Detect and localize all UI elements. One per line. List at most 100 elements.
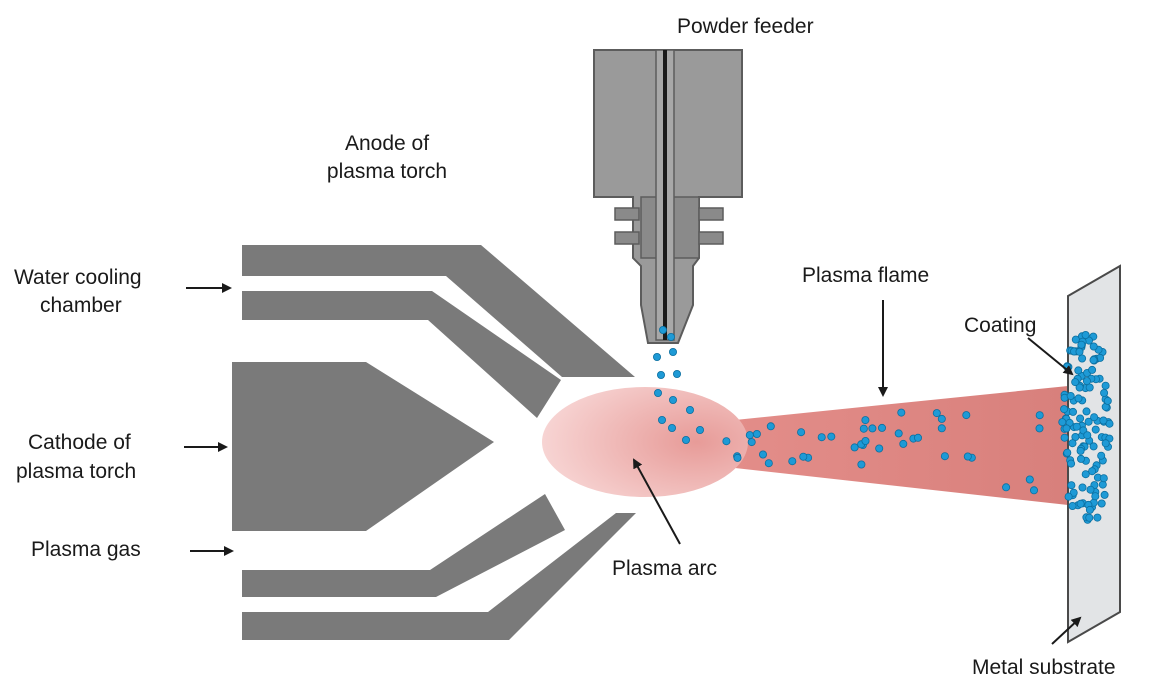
powder-particle [1063,448,1072,457]
powder-particle [1058,418,1067,427]
water-cooling-label-line1: Water cooling [14,266,142,289]
powder-particle [1088,467,1097,476]
powder-particle [1002,483,1011,492]
powder-particle [1085,505,1094,514]
powder-particle [657,370,666,379]
powder-particle [817,433,826,442]
powder-particle [759,450,768,459]
powder-particle [875,444,884,453]
powder-particle [963,452,972,461]
powder-particle [1071,378,1080,387]
powder-particle [799,452,808,461]
powder-particle [1090,413,1099,422]
powder-particle [1067,459,1076,468]
powder-particle [752,429,761,438]
powder-particle [1089,356,1098,365]
powder-particle [1030,486,1039,495]
plasma-flame-label: Plasma flame [802,264,930,287]
powder-particle [1097,451,1106,460]
powder-particle [1075,347,1084,356]
powder-particle [1101,381,1110,390]
powder-particle [1082,407,1091,416]
powder-particle [827,432,836,441]
powder-particle [1067,481,1076,490]
powder-particle [859,424,868,433]
plasma-arc-arrow [633,458,681,545]
anode-lower-inner-band [242,494,565,597]
powder-particle [722,437,731,446]
powder-particle [1060,433,1069,442]
powder-particle [1103,396,1112,405]
powder-particle [897,408,906,417]
powder-particle [1086,485,1095,494]
powder-particle [1082,377,1091,386]
powder-particle [861,436,870,445]
plasma-gas-label: Plasma gas [31,538,141,561]
powder-particle [878,423,887,432]
anode-upper-inner-band [242,291,561,418]
powder-particle [1099,416,1108,425]
metal-substrate-arrow [1051,616,1082,645]
powder-particle [1097,499,1106,508]
powder-particle [747,438,756,447]
powder-particle [766,422,775,431]
powder-particle [850,443,859,452]
powder-particle [1060,405,1069,414]
powder-particle [797,428,806,437]
powder-particle [1089,342,1098,351]
powder-particle [937,424,946,433]
powder-particle [764,459,773,468]
powder-particle [868,424,877,433]
metal-substrate-label: Metal substrate [972,656,1116,679]
coating-label: Coating [964,314,1037,337]
powder-particle [1099,474,1108,483]
powder-particle [1069,407,1078,416]
coating-arrow [1027,337,1074,376]
powder-particle [1025,475,1034,484]
powder-particle [1072,422,1081,431]
plasma-arc [542,387,748,497]
anode-upper-outer-band [242,245,635,377]
powder-particle [658,415,667,424]
powder-feeder-nozzle [593,49,743,344]
powder-particle [1081,470,1090,479]
powder-particle [1093,513,1102,522]
powder-particle [1076,499,1085,508]
powder-particle [1081,330,1090,339]
powder-particle [1076,414,1085,423]
cathode [232,362,494,531]
powder-particle [654,388,663,397]
powder-particle [1091,425,1100,434]
powder-particle [962,411,971,420]
powder-particle [686,405,695,414]
powder-particle [1100,490,1109,499]
powder-particle [861,416,870,425]
powder-particle [1035,411,1044,420]
powder-particle [733,453,742,462]
powder-particle [1084,417,1093,426]
powder-particle [659,325,668,334]
powder-particle [1100,388,1109,397]
powder-particle [1078,354,1087,363]
anode-label-line2: plasma torch [326,160,448,183]
powder-particle [1071,335,1080,344]
powder-particle [1077,454,1086,463]
plasma-arc-label: Plasma arc [612,557,718,580]
anode-label-line1: Anode of [344,132,430,155]
powder-particle [1098,480,1107,489]
powder-particle [788,457,797,466]
powder-particle [1062,424,1071,433]
metal-substrate [1067,264,1121,644]
powder-particle [1083,431,1092,440]
powder-particle [1105,419,1114,428]
powder-particle [1076,446,1085,455]
powder-particle [1068,501,1077,510]
powder-particle [899,439,908,448]
powder-particle [668,423,677,432]
powder-particle [1075,383,1084,392]
powder-particle [1074,366,1083,375]
powder-particle [682,435,691,444]
powder-particle [1089,442,1098,451]
powder-particle [667,332,676,341]
